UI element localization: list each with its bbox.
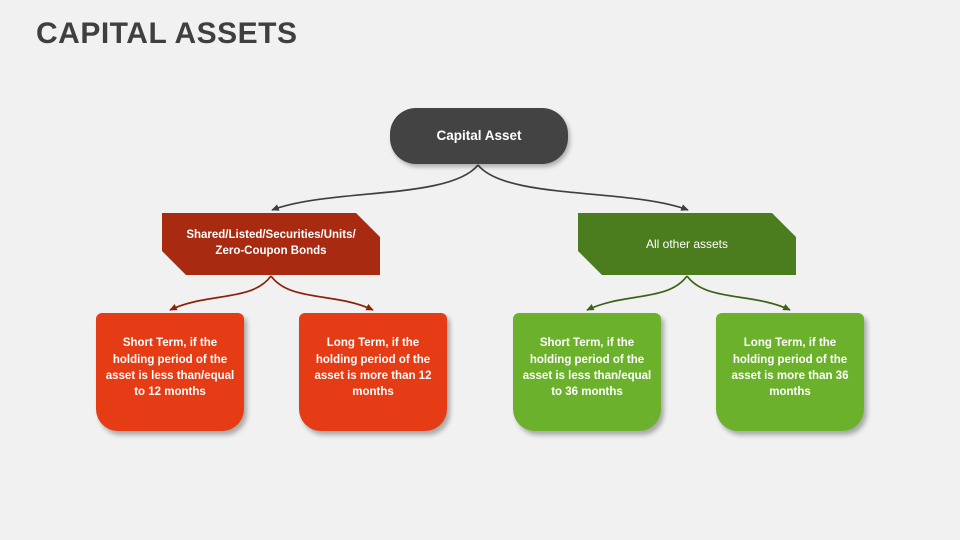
node-capital-asset[interactable]: Capital Asset — [390, 108, 568, 164]
page-title: CAPITAL ASSETS — [36, 17, 298, 50]
node-all-other-assets-label: All other assets — [645, 236, 729, 251]
connector-other-to-long36 — [686, 275, 791, 311]
connector-securities-to-long12 — [270, 275, 374, 311]
node-short-term-12-months-label: Short Term, if the holding period of the… — [105, 337, 235, 399]
node-long-term-12-months-label: Long Term, if the holding period of the … — [314, 337, 432, 399]
connector-root-to-other — [477, 164, 689, 211]
connector-securities-to-short12 — [169, 275, 272, 311]
connector-root-to-securities — [271, 164, 479, 211]
node-all-other-assets[interactable]: All other assets — [578, 213, 796, 275]
node-capital-asset-label: Capital Asset — [436, 127, 522, 143]
node-short-term-12-months[interactable]: Short Term, if the holding period of the… — [96, 313, 244, 431]
connector-other-to-short36 — [586, 275, 688, 311]
node-shared-listed-securities-label: Shared/Listed/Securities/Units/ Zero-Cou… — [186, 229, 356, 257]
node-long-term-12-months[interactable]: Long Term, if the holding period of the … — [299, 313, 447, 431]
node-short-term-36-months[interactable]: Short Term, if the holding period of the… — [513, 313, 661, 431]
node-shared-listed-securities[interactable]: Shared/Listed/Securities/Units/ Zero-Cou… — [162, 213, 380, 275]
node-long-term-36-months[interactable]: Long Term, if the holding period of the … — [716, 313, 864, 431]
node-short-term-36-months-label: Short Term, if the holding period of the… — [522, 337, 652, 399]
node-long-term-36-months-label: Long Term, if the holding period of the … — [731, 337, 849, 399]
